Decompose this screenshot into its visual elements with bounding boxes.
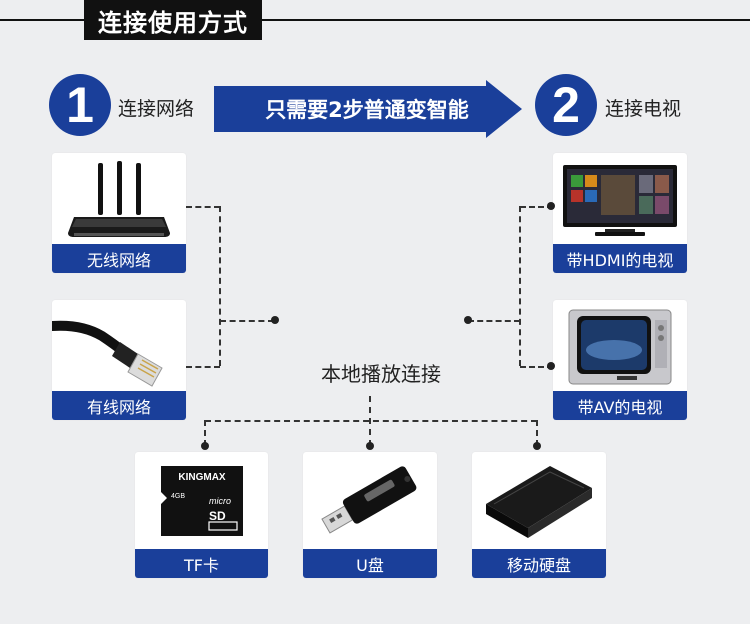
svg-text:micro: micro (209, 496, 231, 506)
banner-text: 只需要2步普通变智能 (265, 98, 469, 122)
connector-dot (533, 442, 541, 450)
card-wired: 有线网络 (52, 300, 186, 420)
connector-line (536, 420, 538, 446)
card-av-tv-label: 带AV的电视 (553, 391, 687, 420)
connector-line (204, 420, 206, 446)
external-hdd-icon (486, 466, 592, 538)
connector-line (520, 206, 553, 208)
flat-tv-icon (563, 165, 677, 236)
banner-arrow-icon (214, 80, 522, 138)
card-hdd-label: 移动硬盘 (472, 549, 606, 578)
connector-dot (464, 316, 472, 324)
step2-label: 连接电视 (605, 98, 682, 120)
connector-dot (547, 362, 555, 370)
tf-capacity-text: 4GB (171, 493, 185, 500)
connector-line (220, 320, 274, 322)
step1-number: 1 (49, 74, 111, 136)
step1-label: 连接网络 (118, 98, 195, 120)
router-icon (68, 161, 170, 237)
connector-dot (547, 202, 555, 210)
step2-number: 2 (535, 74, 597, 136)
microsd-card-icon: KINGMAX 4GB micro SD (161, 466, 243, 536)
usb-drive-icon (321, 466, 417, 534)
card-tf: KINGMAX 4GB micro SD TF卡 (135, 452, 268, 578)
card-av-tv: 带AV的电视 (553, 300, 687, 420)
connector-line (186, 366, 220, 368)
connector-line (519, 206, 521, 366)
connector-dot (201, 442, 209, 450)
card-hdd: 移动硬盘 (472, 452, 606, 578)
connector-line (468, 320, 520, 322)
page-title: 连接使用方式 (84, 0, 262, 40)
card-usb: U盘 (303, 452, 437, 578)
connector-dot (366, 442, 374, 450)
card-hdmi-tv-label: 带HDMI的电视 (553, 244, 687, 273)
card-tf-label: TF卡 (135, 549, 268, 578)
svg-text:SD: SD (209, 509, 226, 523)
connector-line (186, 206, 220, 208)
tf-brand-text: KINGMAX (178, 472, 226, 483)
card-usb-label: U盘 (303, 549, 437, 578)
card-wireless: 无线网络 (52, 153, 186, 273)
card-hdmi-tv: 带HDMI的电视 (553, 153, 687, 273)
title-bar: 连接使用方式 (0, 0, 750, 42)
connector-line (520, 366, 553, 368)
connector-line (369, 396, 371, 446)
title-rule (0, 19, 750, 21)
card-wired-label: 有线网络 (52, 391, 186, 420)
card-wireless-label: 无线网络 (52, 244, 186, 273)
connector-dot (271, 316, 279, 324)
crt-tv-icon (568, 309, 672, 385)
ethernet-cable-icon (52, 320, 163, 387)
connector-line (219, 206, 221, 366)
local-playback-title: 本地播放连接 (298, 350, 464, 394)
connector-line (205, 420, 537, 422)
